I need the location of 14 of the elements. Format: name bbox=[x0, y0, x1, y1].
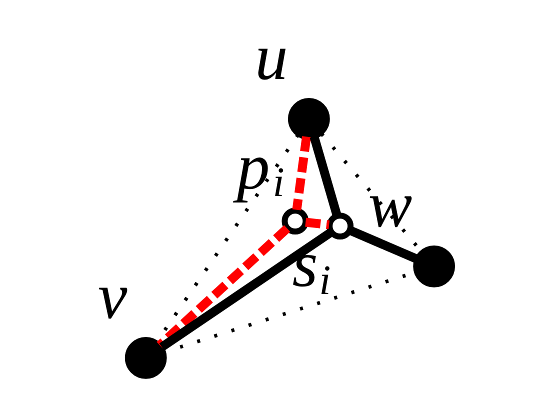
node-label: u bbox=[255, 20, 288, 94]
connector bbox=[292, 136, 311, 210]
connector bbox=[348, 226, 419, 263]
connector bbox=[310, 134, 342, 216]
connector bbox=[305, 217, 330, 229]
connector bbox=[159, 228, 334, 350]
node-circle bbox=[326, 212, 354, 240]
node-label: w bbox=[368, 168, 412, 241]
node-label: v bbox=[98, 259, 128, 332]
node-circle bbox=[413, 244, 456, 287]
node-circle bbox=[288, 97, 330, 140]
node-circle bbox=[124, 336, 167, 378]
node-circle bbox=[282, 207, 309, 234]
connector bbox=[156, 224, 290, 348]
